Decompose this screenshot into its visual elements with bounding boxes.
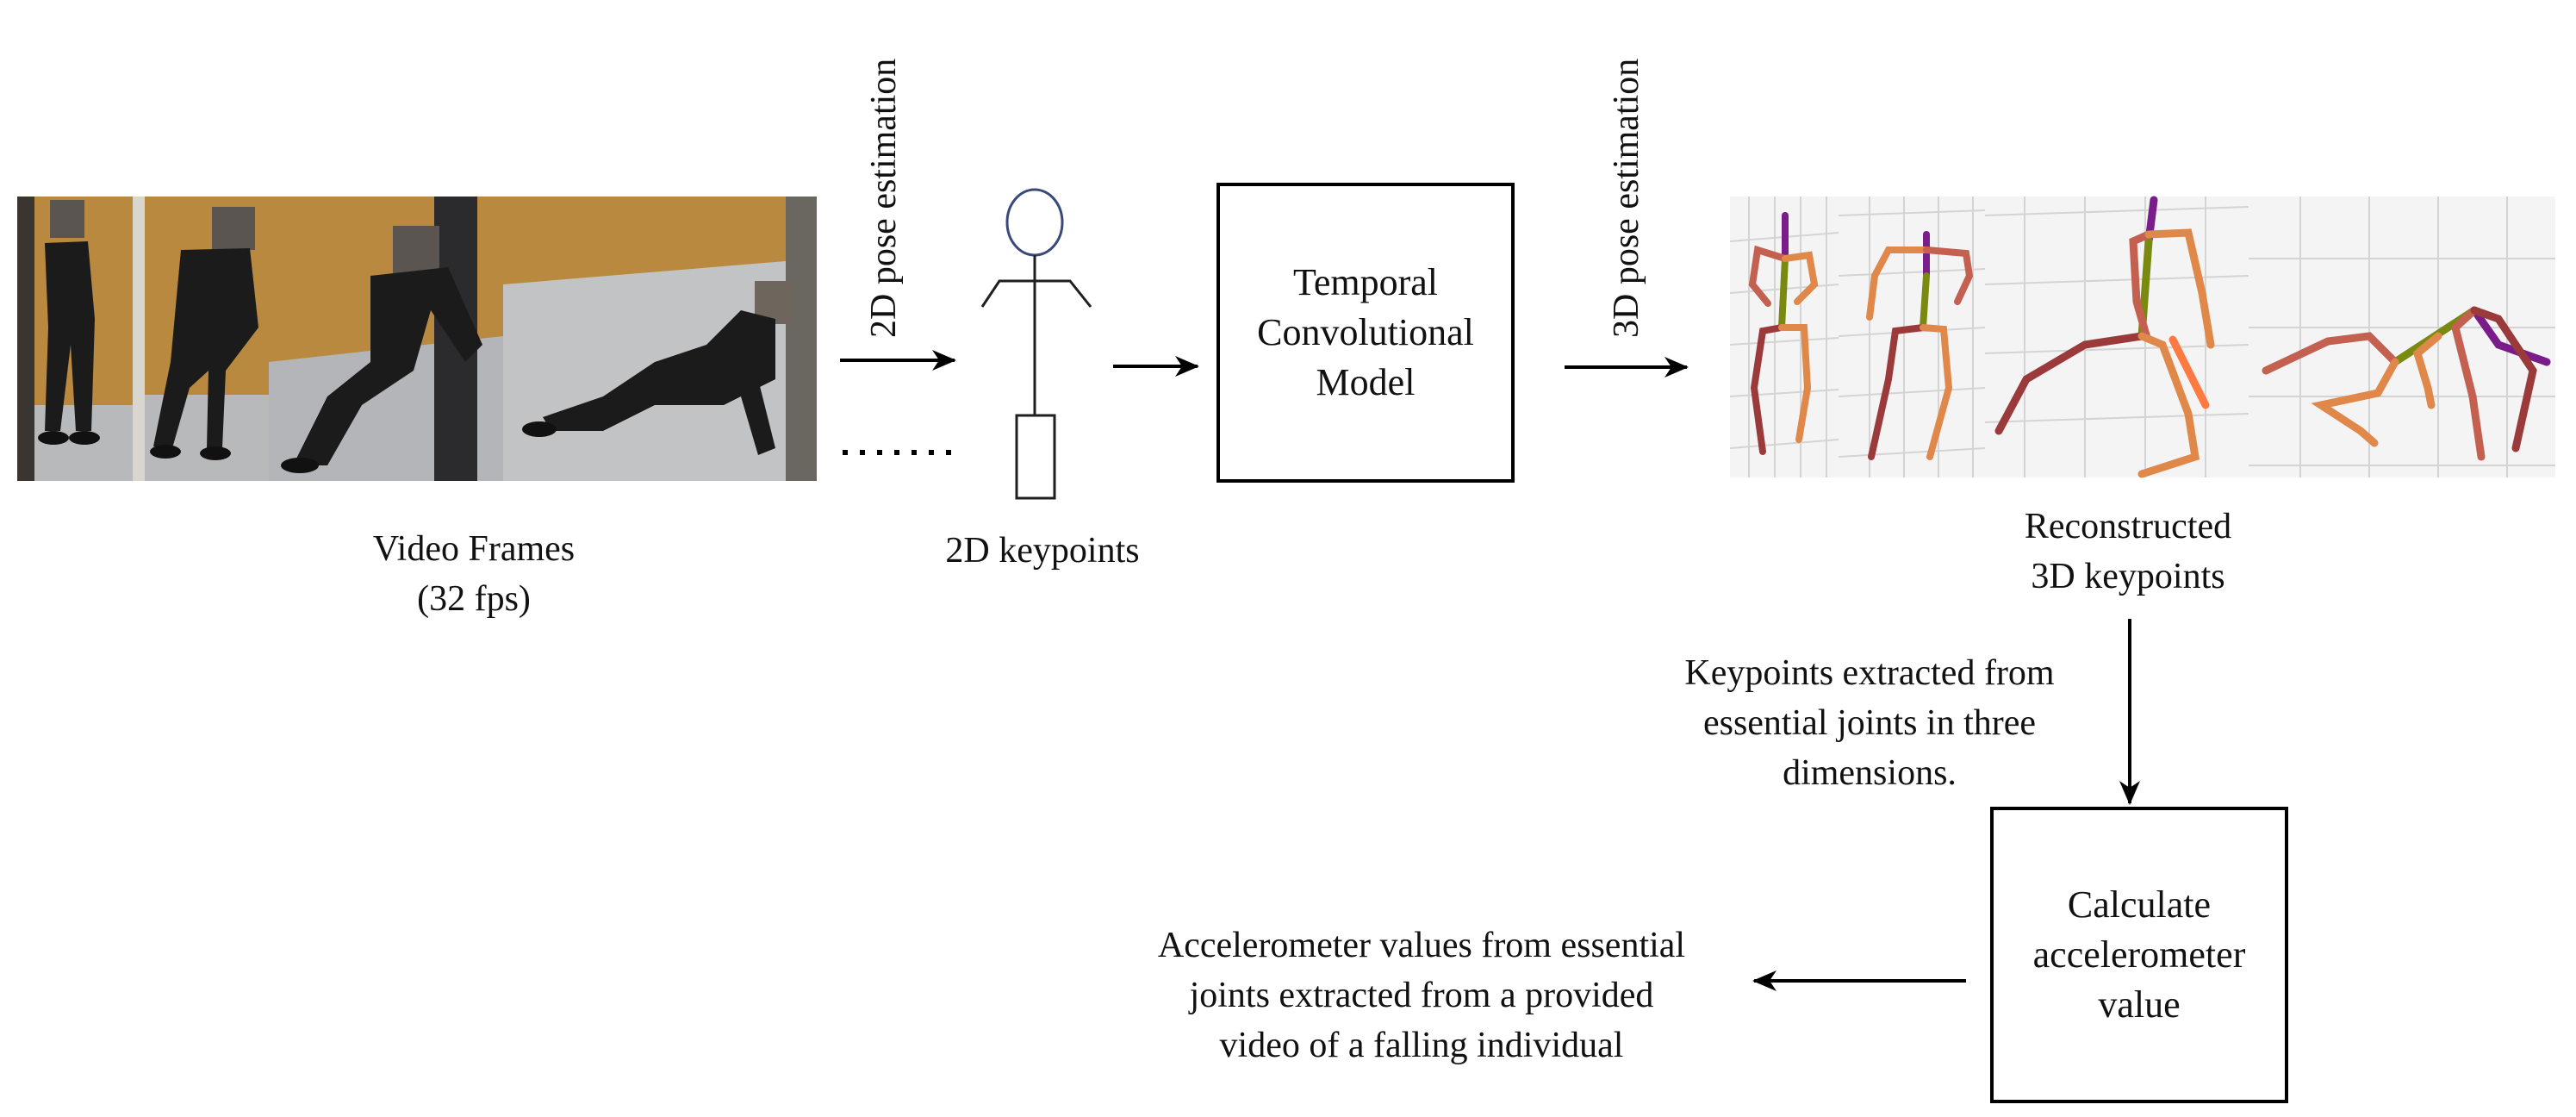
extracted-line-1: Keypoints extracted from — [1684, 653, 2055, 693]
tcn-line-3: Model — [1316, 361, 1416, 403]
reconstructed-line-1: Reconstructed — [2024, 507, 2232, 546]
skeleton-3d-panel-4 — [2249, 197, 2555, 477]
accelerometer-output-note: Accelerometer values from essential join… — [1086, 920, 1758, 1070]
calc-line-2: accelerometer — [2032, 933, 2246, 976]
pose-2d-label: 2D pose estimation — [864, 58, 904, 338]
calculate-accelerometer-box: Calculate accelerometer value — [1990, 807, 2288, 1103]
video-frames-fps: (32 fps) — [417, 579, 531, 619]
output-line-3: video of a falling individual — [1219, 1026, 1624, 1065]
video-frame-3 — [269, 197, 503, 481]
output-line-2: joints extracted from a provided — [1189, 976, 1654, 1015]
reconstructed-3d-panels — [1729, 196, 2555, 478]
output-line-1: Accelerometer values from essential — [1157, 926, 1686, 965]
pose-3d-label: 3D pose estimation — [1607, 58, 1646, 338]
video-frame-4 — [503, 197, 817, 481]
skeleton-3d-panel-1 — [1729, 197, 1839, 477]
video-frames-label: Video Frames (32 fps) — [310, 524, 638, 624]
calc-line-3: value — [2098, 983, 2181, 1026]
video-frames-strip — [17, 197, 817, 481]
keypoints-extracted-note: Keypoints extracted from essential joint… — [1646, 648, 2094, 798]
reconstructed-line-2: 3D keypoints — [2031, 557, 2225, 596]
stick-figure-2d — [980, 188, 1092, 500]
tcn-line-1: Temporal — [1293, 261, 1438, 303]
skeleton-3d-panel-2 — [1838, 197, 1986, 477]
calc-line-1: Calculate — [2067, 883, 2212, 926]
tcn-line-2: Convolutional — [1257, 311, 1474, 353]
temporal-convolutional-model-box: Temporal Convolutional Model — [1216, 183, 1515, 483]
reconstructed-3d-label: Reconstructed 3D keypoints — [1973, 502, 2283, 602]
skeleton-3d-panel-3 — [1984, 196, 2249, 478]
video-frames-title: Video Frames — [372, 529, 576, 569]
video-frame-2 — [133, 197, 269, 481]
video-frame-1 — [17, 197, 133, 481]
extracted-line-2: essential joints in three — [1702, 703, 2037, 743]
extracted-line-3: dimensions. — [1783, 753, 1957, 793]
keypoints-2d-label: 2D keypoints — [945, 531, 1140, 571]
